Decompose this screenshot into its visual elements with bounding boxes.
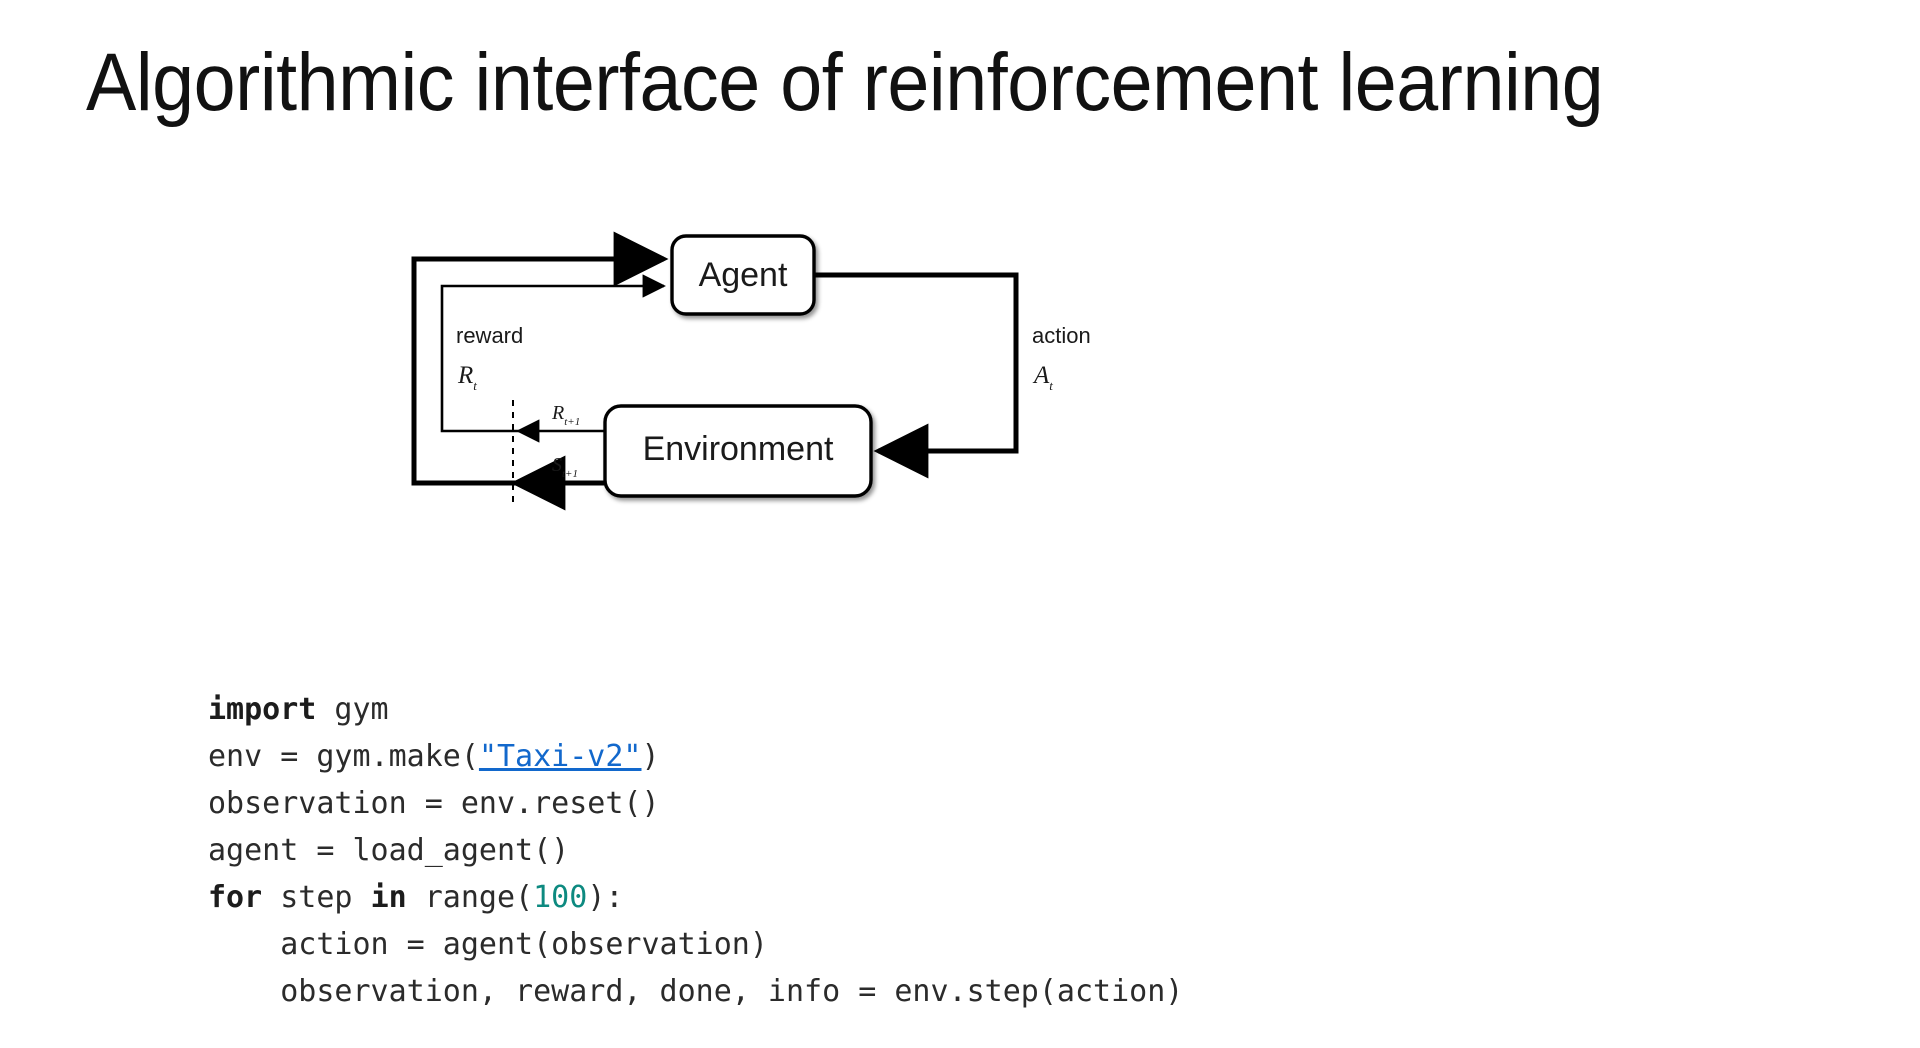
- rl-loop-svg: Agent Environment state St reward Rt: [411, 231, 1091, 511]
- code-line: agent = load_agent(): [208, 827, 1183, 874]
- reward-edge: [440, 274, 666, 433]
- environment-node: Environment: [603, 404, 873, 498]
- reward-label-group: reward Rt: [456, 323, 523, 393]
- rl-loop-diagram: Agent Environment state St reward Rt: [400, 215, 1220, 515]
- page-title: Algorithmic interface of reinforcement l…: [86, 37, 1604, 128]
- action-label-group: action At: [1032, 323, 1091, 393]
- code-keyword: import: [208, 692, 317, 727]
- env-id-link[interactable]: "Taxi-v2": [478, 739, 642, 774]
- code-keyword: for: [208, 880, 263, 915]
- code-number: 100: [533, 880, 588, 915]
- agent-node: Agent: [670, 234, 816, 316]
- code-text: gym: [316, 692, 389, 727]
- action-edge: [814, 272, 1019, 479]
- environment-box: [603, 404, 873, 498]
- code-line: env = gym.make("Taxi-v2"): [208, 733, 1183, 780]
- state-edge: [411, 231, 669, 486]
- code-text: ): [641, 739, 660, 774]
- code-text: range(: [406, 880, 534, 915]
- reward-word-label: reward: [456, 323, 523, 348]
- environment-label: Environment: [643, 430, 834, 468]
- code-text: observation = env.reset(): [208, 786, 660, 821]
- code-text: ):: [587, 880, 624, 915]
- code-line: for step in range(100):: [208, 874, 1183, 921]
- agent-label: Agent: [699, 256, 788, 294]
- code-keyword: in: [370, 880, 407, 915]
- state-next-symbol-label: St+1: [552, 454, 578, 480]
- action-word-label: action: [1032, 323, 1091, 348]
- reward-symbol-label: Rt: [457, 362, 477, 393]
- code-line: import gym: [208, 686, 1183, 733]
- reward-next-symbol-label: Rt+1: [551, 402, 580, 428]
- code-text: observation, reward, done, info = env.st…: [208, 974, 1184, 1009]
- code-text: agent = load_agent(): [208, 833, 570, 868]
- code-line: observation, reward, done, info = env.st…: [208, 968, 1183, 1015]
- code-text: action = agent(observation): [208, 927, 768, 962]
- code-text: step: [262, 880, 371, 915]
- action-symbol-label: At: [1032, 362, 1053, 393]
- code-line: observation = env.reset(): [208, 780, 1183, 827]
- code-text: env = gym.make(: [208, 739, 479, 774]
- code-line: action = agent(observation): [208, 921, 1183, 968]
